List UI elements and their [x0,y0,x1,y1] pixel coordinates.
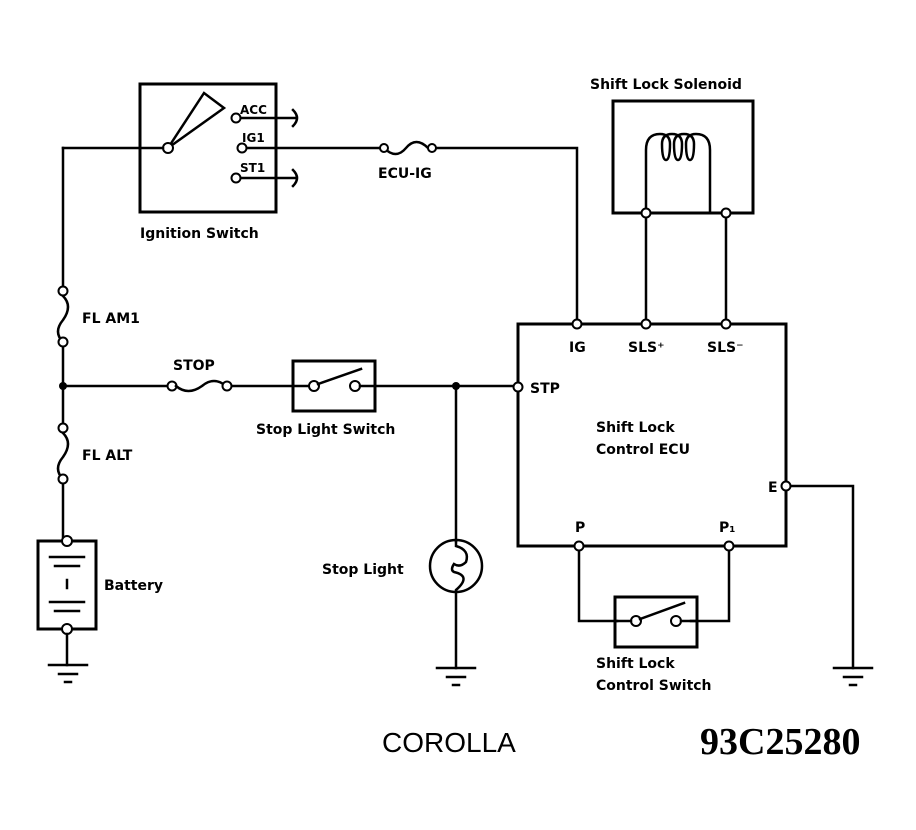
acc-terminal [230,112,242,124]
stop-light-filament [450,538,469,594]
ecu-label-line1: Shift Lock [596,420,675,436]
model-label: COROLLA [382,727,516,758]
battery-positive-terminal [61,535,73,547]
shift-lock-solenoid-label: Shift Lock Solenoid [590,77,742,93]
ecu-ig-fuse-terminal-b [427,143,437,153]
stop-fuse-label: STOP [173,358,215,374]
fl-alt-terminal-a [57,422,69,434]
ground-icon [832,666,874,687]
fl-am1-label: FL AM1 [82,311,140,327]
shift-lock-switch-label-line1: Shift Lock [596,656,675,672]
fl-alt-terminal-b [57,473,69,485]
solenoid-terminal-minus [720,207,732,219]
ecu-box [516,322,788,548]
ecu-ig-fuse-terminal-a [379,143,389,153]
fl-am1-fuse: FL AM1 [56,285,140,348]
fl-am1-terminal-a [57,285,69,297]
shift-lock-control-switch: Shift Lock Control Switch [596,595,712,694]
fl-alt-label: FL ALT [82,448,133,464]
shift-lock-switch-box [613,595,699,649]
ecu-sls-minus-label: SLS⁻ [707,340,743,356]
ecu-ig-label: ECU-IG [378,166,432,182]
shift-lock-solenoid: Shift Lock Solenoid [590,77,755,219]
ecu-e-terminal [780,480,792,492]
shift-lock-switch-label-line2: Control Switch [596,678,712,694]
stop-light: Stop Light [322,538,484,594]
wire-p1 [689,549,731,623]
shift-switch-terminal-a [630,615,642,627]
stop-switch-terminal-b [349,380,361,392]
stop-fuse-terminal-b [221,380,233,392]
stop-fuse-element [174,379,228,393]
ecu-sls-minus-terminal [720,318,732,330]
ecu-stp-label: STP [530,381,560,397]
ecu-p1-terminal [723,540,735,552]
ground-icon [47,663,89,684]
fl-alt-element [56,431,70,481]
battery-label: Battery [104,578,163,594]
fl-am1-terminal-b [57,336,69,348]
stop-switch-blade [316,367,363,386]
ecu-label-line2: Control ECU [596,442,690,458]
ecu-e-label: E [768,480,778,496]
figure-code: 93C25280 [700,721,860,763]
ground-icon [435,666,477,687]
solenoid-coil-icon [644,132,712,215]
wire-to-ecu-ig [435,146,579,322]
ecu-p-label: P [575,520,585,536]
fl-am1-element [56,294,70,344]
ecu-p1-label: P₁ [719,520,735,536]
battery: Battery [36,535,163,635]
ig1-label: IG1 [242,131,265,145]
wire-ecu-ground [789,484,855,670]
stop-fuse: STOP [166,358,233,393]
acc-break-icon [291,108,299,128]
ecu-sls-plus-label: SLS⁺ [628,340,664,356]
stop-light-label: Stop Light [322,562,404,578]
st1-label: ST1 [240,161,265,175]
battery-negative-terminal [61,623,73,635]
ignition-common-terminal [162,142,174,154]
ecu-stp-terminal [512,381,524,393]
st1-break-icon [291,168,299,188]
ignition-switch-contact [166,91,227,150]
ecu-p-terminal [573,540,585,552]
ecu-ig-label: IG [569,340,586,356]
ecu-sls-plus-terminal [640,318,652,330]
acc-label: ACC [240,103,267,117]
wire-p [577,549,619,623]
solenoid-terminal-plus [640,207,652,219]
ecu-ig-fuse-element [382,140,430,156]
stop-switch-terminal-a [308,380,320,392]
solenoid-box [611,99,755,215]
st1-terminal [230,172,242,184]
ecu-ig-terminal [571,318,583,330]
shift-lock-control-ecu: IG SLS⁺ SLS⁻ STP E P P₁ Shift Lock Contr… [512,318,792,552]
ignition-switch: ACC IG1 ST1 Ignition Switch [138,82,299,242]
shift-switch-blade [638,601,686,621]
ecu-ig-fuse: ECU-IG [378,140,437,182]
shift-switch-terminal-b [670,615,682,627]
ignition-switch-label: Ignition Switch [140,226,259,242]
stop-light-switch: Stop Light Switch [256,359,395,438]
fl-alt-fuse: FL ALT [56,422,133,485]
stop-light-switch-label: Stop Light Switch [256,422,395,438]
